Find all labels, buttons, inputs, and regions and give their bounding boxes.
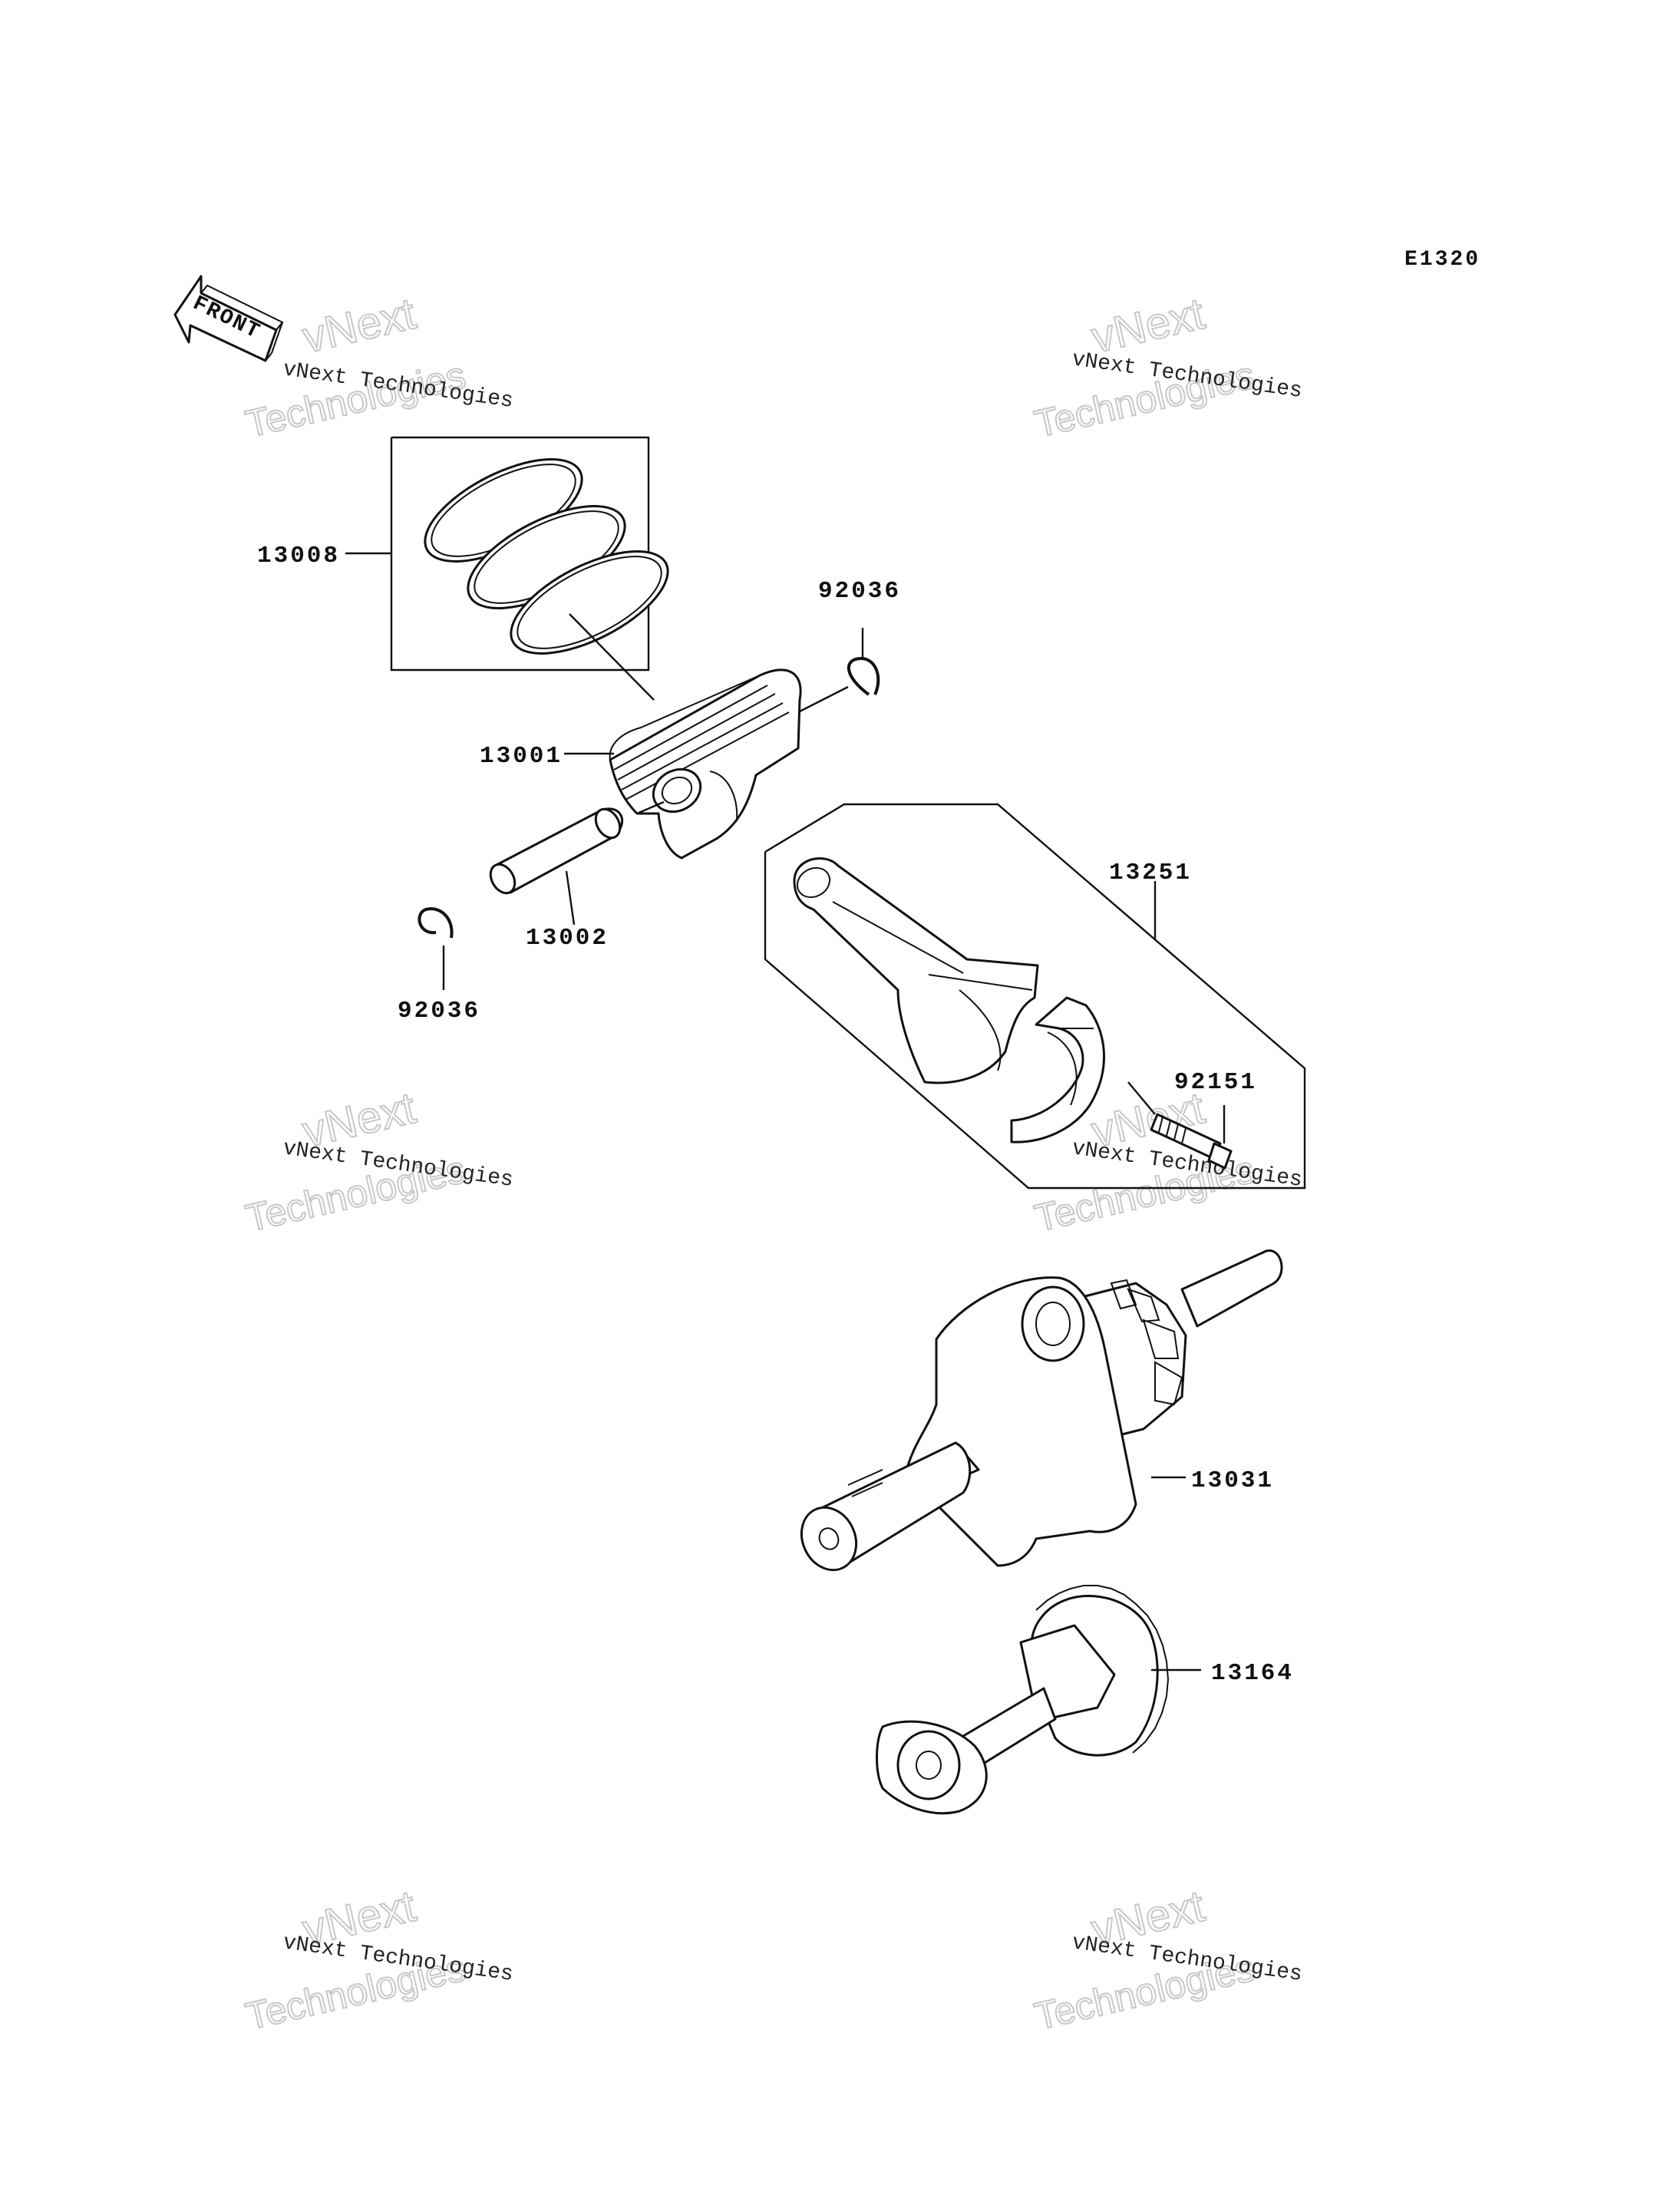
svg-text:vNext: vNext: [298, 289, 420, 363]
piston-pin-icon: [489, 807, 624, 895]
connecting-rod-group: 13251: [764, 803, 1306, 1190]
crankshaft-group: 13031: [800, 1249, 1283, 1572]
piston-ring-icon: [424, 458, 669, 655]
label-13001: 13001: [480, 743, 563, 770]
crankshaft-icon: [800, 1249, 1283, 1572]
figure-code: E1320: [1404, 248, 1480, 272]
circlip-icon: [847, 657, 880, 696]
label-92151: 92151: [1174, 1069, 1257, 1096]
label-13164: 13164: [1211, 1660, 1294, 1687]
label-92036-right: 92036: [818, 578, 901, 605]
connecting-rod-icon: [793, 857, 1105, 1144]
balancer-shaft-group: 13164: [876, 1585, 1294, 1815]
piston-group: 13001: [480, 668, 802, 860]
piston-icon: [609, 668, 802, 860]
watermark: vNext Technologies vNext Technologies vN…: [241, 288, 1304, 2039]
bolt-icon: [1150, 1113, 1233, 1170]
piston-ring-set-group: 13008: [257, 436, 669, 701]
label-13031: 13031: [1191, 1467, 1274, 1494]
circlip-icon: [418, 907, 454, 939]
connecting-rod-bolt-group: 92151: [1127, 1069, 1257, 1170]
label-92036-left: 92036: [398, 998, 480, 1025]
front-arrow-icon: FRONT: [173, 275, 284, 362]
label-13251: 13251: [1109, 860, 1192, 886]
balancer-shaft-icon: [876, 1585, 1170, 1815]
piston-pin-clip-left-group: 92036: [398, 907, 480, 1025]
label-13008: 13008: [257, 543, 340, 569]
label-13002: 13002: [526, 925, 609, 952]
piston-pin-clip-right-group: 92036: [797, 578, 901, 714]
piston-pin-group: 13002: [489, 800, 665, 952]
